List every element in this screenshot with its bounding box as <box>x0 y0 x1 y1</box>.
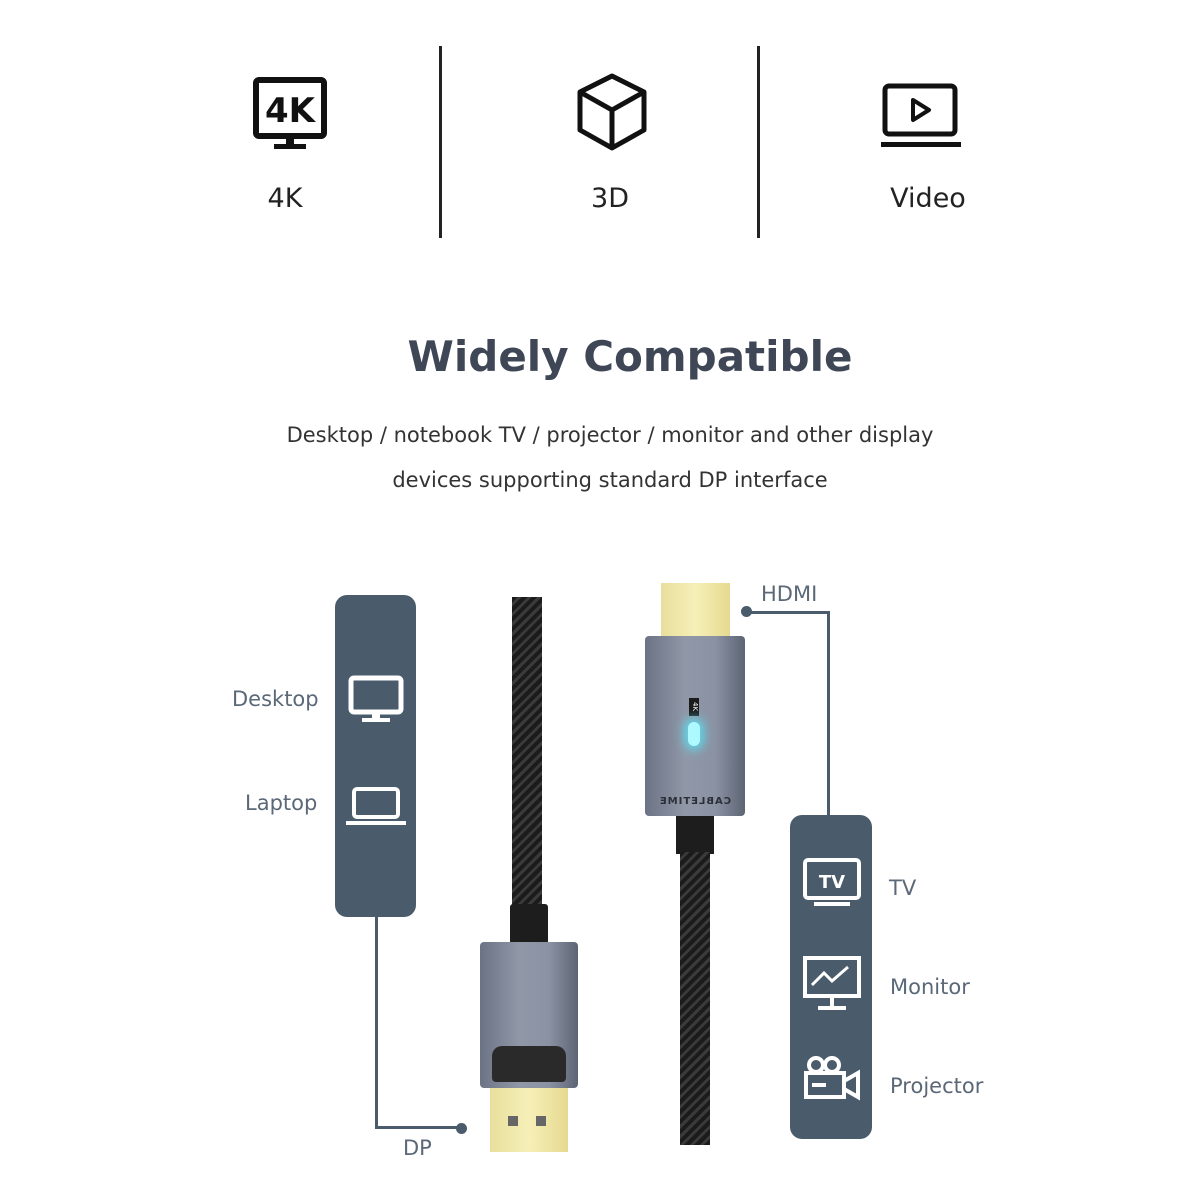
feature-4k: 4K 4K <box>190 70 390 230</box>
hdmi-connector-shell: 4K CABLETIME <box>645 636 745 816</box>
device-label-monitor: Monitor <box>890 975 970 999</box>
video-laptop-icon <box>881 83 961 147</box>
cube-icon <box>577 73 647 151</box>
display-devices-panel: TV <box>790 815 872 1139</box>
device-label-tv: TV <box>889 876 917 900</box>
device-label-laptop: Laptop <box>245 791 318 815</box>
hdmi-strain-relief <box>676 816 714 854</box>
tv-icon: TV <box>803 858 861 906</box>
brand-label: CABLETIME <box>658 796 732 807</box>
device-label-desktop: Desktop <box>232 687 319 711</box>
dp-cable <box>512 597 542 907</box>
feature-label: 3D <box>591 183 629 214</box>
connector-dot <box>456 1123 467 1134</box>
svg-text:TV: TV <box>819 872 845 893</box>
dp-plug <box>490 1088 568 1152</box>
svg-text:4K: 4K <box>265 91 317 131</box>
desktop-icon <box>348 675 404 722</box>
projector-icon <box>804 1056 860 1101</box>
dp-label: DP <box>403 1136 432 1160</box>
4k-monitor-icon: 4K <box>253 77 327 149</box>
device-label-projector: Projector <box>890 1074 984 1098</box>
description-line: Desktop / notebook TV / projector / moni… <box>286 423 934 447</box>
hdmi-connector-line <box>746 611 830 816</box>
divider <box>439 46 442 238</box>
hdmi-label: HDMI <box>761 582 818 606</box>
hdmi-cable <box>680 852 710 1145</box>
feature-video: Video <box>828 70 1028 230</box>
dp-strain-relief <box>510 904 548 944</box>
4k-badge: 4K <box>689 698 699 716</box>
feature-label: 4K <box>267 183 303 214</box>
feature-label: Video <box>890 183 966 214</box>
monitor-icon <box>803 956 861 1010</box>
hdmi-plug <box>661 583 730 638</box>
laptop-icon <box>346 787 406 825</box>
feature-3d: 3D <box>510 70 710 230</box>
source-devices-panel <box>335 595 416 917</box>
divider <box>757 46 760 238</box>
description-line: devices supporting standard DP interface <box>392 468 828 492</box>
page-title: Widely Compatible <box>407 332 853 381</box>
dp-latch <box>492 1046 566 1082</box>
dp-connector-shell <box>480 942 578 1088</box>
status-led <box>688 722 700 746</box>
dp-connector-line <box>375 917 463 1129</box>
